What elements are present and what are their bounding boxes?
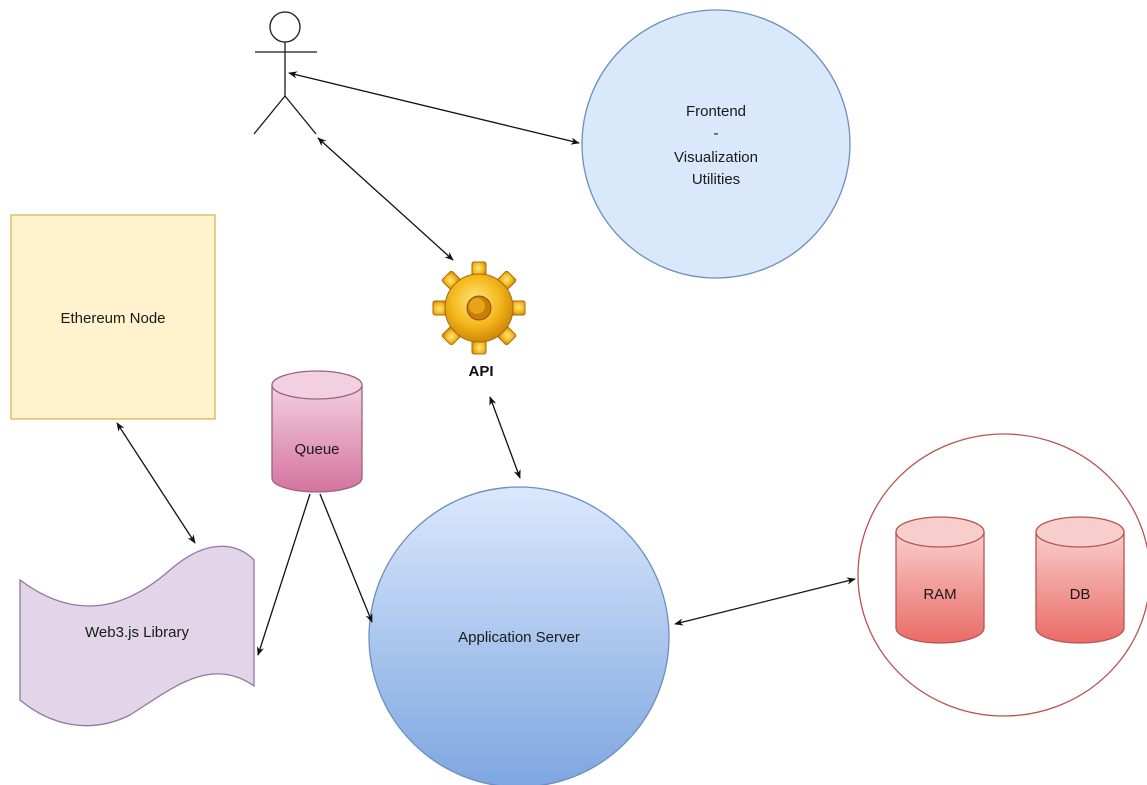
ethereum-node-label: Ethereum Node (60, 310, 165, 327)
frontend-label-line2: - (714, 125, 719, 142)
api-node[interactable]: API (432, 261, 526, 380)
edge-api-application-server (489, 396, 521, 479)
web3-library-node[interactable]: Web3.js Library (19, 545, 255, 727)
edge-queue-application-server (319, 493, 373, 623)
ram-label: RAM (923, 586, 956, 603)
queue-label: Queue (294, 441, 339, 458)
storage-group[interactable] (857, 433, 1147, 717)
queue-node[interactable]: Queue (271, 370, 363, 493)
edge-application-server-storage (674, 577, 856, 626)
api-label: API (468, 363, 493, 380)
db-label: DB (1070, 586, 1091, 603)
frontend-node[interactable]: Frontend - Visualization Utilities (581, 9, 851, 279)
frontend-label-line1: Frontend (686, 103, 746, 120)
edge-ethereum-web3 (116, 422, 196, 544)
user-actor-icon[interactable] (253, 11, 317, 135)
web3-library-label: Web3.js Library (85, 624, 189, 641)
ram-node[interactable]: RAM (895, 516, 985, 644)
frontend-label-line3: Visualization (674, 149, 758, 166)
frontend-label-line4: Utilities (692, 171, 740, 188)
edge-queue-web3 (257, 493, 311, 656)
edge-actor-frontend (288, 71, 580, 145)
application-server-node[interactable]: Application Server (368, 486, 670, 785)
db-node[interactable]: DB (1035, 516, 1125, 644)
ethereum-node[interactable]: Ethereum Node (10, 214, 216, 420)
edge-actor-api (317, 137, 454, 261)
gear-icon (432, 261, 526, 355)
application-server-label: Application Server (458, 629, 580, 646)
